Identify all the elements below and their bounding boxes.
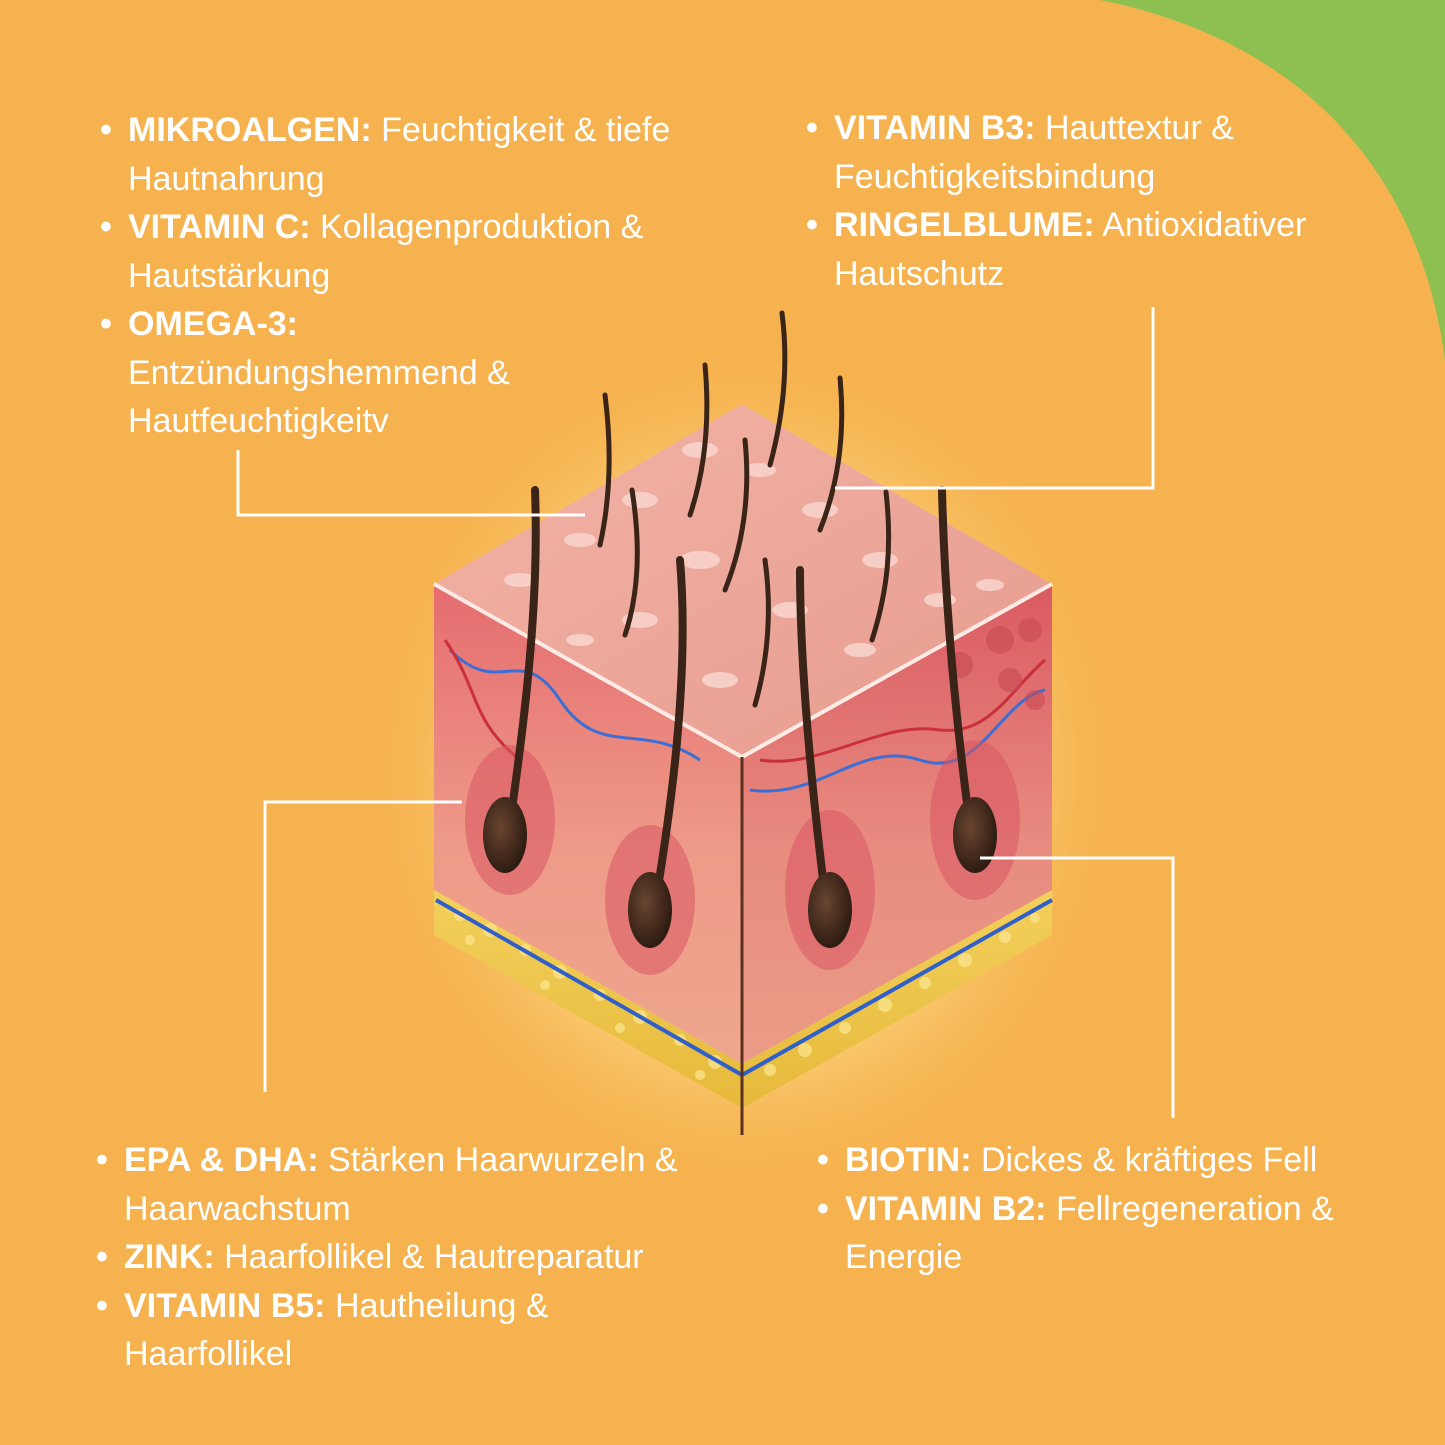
hair-bulbs [483,797,997,948]
info-item: VITAMIN B5: Hautheilung & Haarfollikel [96,1282,684,1379]
connector-lines [236,307,1175,1118]
info-item: EPA & DHA: Stärken Haarwurzeln & Haarwac… [96,1136,724,1233]
info-item: OMEGA-3: Entzündungshemmend & Hautfeucht… [100,300,598,446]
info-item: ZINK: Haarfollikel & Hautreparatur [96,1233,796,1282]
info-block-bottom-right: BIOTIN: Dickes & kräftiges Fell VITAMIN … [817,1136,1437,1282]
info-item: MIKROALGEN: Feuchtigkeit & tiefe Hautnah… [100,106,760,203]
info-item: VITAMIN B2: Fellregeneration & Energie [817,1185,1437,1282]
info-item: VITAMIN B3: Hauttextur & Feuchtigkeitsbi… [806,104,1354,201]
info-block-top-left: MIKROALGEN: Feuchtigkeit & tiefe Hautnah… [100,106,760,446]
info-item: RINGELBLUME: Antioxidativer Hautschutz [806,201,1354,298]
info-item: VITAMIN C: Kollagenproduktion & Hautstär… [100,203,760,300]
green-corner-shape [1100,0,1445,360]
info-block-top-right: VITAMIN B3: Hauttextur & Feuchtigkeitsbi… [806,104,1406,298]
info-block-bottom-left: EPA & DHA: Stärken Haarwurzeln & Haarwac… [96,1136,796,1379]
info-item: BIOTIN: Dickes & kräftiges Fell [817,1136,1437,1185]
